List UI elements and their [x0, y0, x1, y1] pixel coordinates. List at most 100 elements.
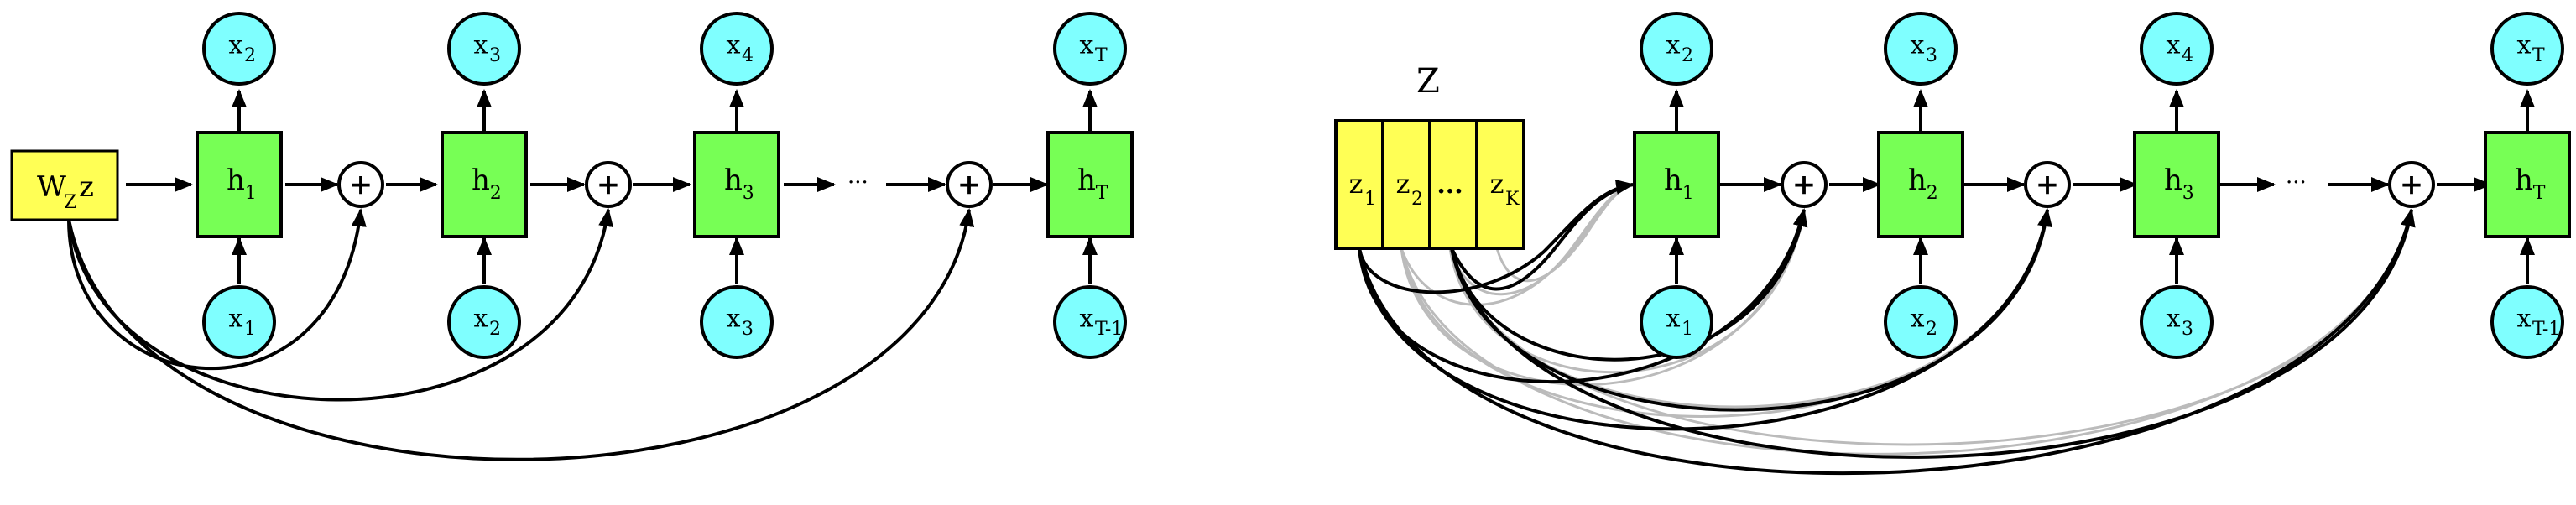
left-plus-2-circle — [585, 161, 632, 208]
right-bottom-input-1-subscript: 1 — [1682, 319, 1693, 340]
left-top-output-1-label: x — [229, 30, 243, 60]
right-bottom-input-3-subscript: 3 — [2182, 319, 2193, 340]
left-hidden-1-subscript: 1 — [245, 183, 257, 204]
right-hidden-2-label: h — [1908, 164, 1927, 197]
left-plus-1-symbol: + — [349, 168, 373, 201]
right-bottom-input-1-circle — [1640, 285, 1713, 359]
right-bottom-input-4-circle — [2490, 285, 2564, 359]
left-bottom-input-3-circle — [700, 285, 774, 359]
left-bottom-input-4-circle — [1053, 285, 1127, 359]
left-hidden-4-label: h — [1077, 164, 1096, 197]
right-top-output-4-label: x — [2517, 30, 2532, 60]
right-black-curves — [1358, 180, 2416, 476]
right-plus-1-circle — [1781, 161, 1828, 208]
z-cell-subscript: K — [1505, 189, 1520, 210]
z-cell-box — [1334, 119, 1384, 250]
left-plus-3-circle — [946, 161, 993, 208]
left-plus-2-symbol: + — [597, 168, 621, 201]
right-bottom-input-2-circle — [1884, 285, 1958, 359]
left-bottom-input-4-label: x — [1080, 304, 1094, 333]
left-top-output-4-circle — [1053, 12, 1127, 86]
left-top-output-2-label: x — [474, 30, 488, 60]
gray-curve-z2-to-plus3 — [1400, 209, 2413, 456]
right-hidden-3-box — [2133, 131, 2220, 238]
curve-z1-to-plus2 — [1358, 208, 2052, 431]
left-hidden-2-subscript: 2 — [490, 183, 502, 204]
right-ellipsis: ··· — [2286, 170, 2307, 195]
left-bottom-input-2-subscript: 2 — [489, 319, 501, 340]
z-cell-subscript: 1 — [1364, 189, 1376, 210]
right-connectors — [1669, 89, 2535, 284]
right-plus-2-circle — [2024, 161, 2071, 208]
curve-z1-to-plus3 — [1358, 208, 2416, 476]
left-top-output-1-subscript: 2 — [244, 45, 256, 66]
curve-zK-to-h1 — [1450, 183, 1634, 291]
left-hidden-3-subscript: 3 — [743, 183, 754, 204]
right-top-output-1-subscript: 2 — [1682, 45, 1693, 66]
right-hidden-2-subscript: 2 — [1927, 183, 1938, 204]
z-cell-label: z — [1349, 168, 1364, 200]
right-bottom-input-1-label: x — [1666, 304, 1681, 333]
left-top-output-2-circle — [447, 12, 521, 86]
left-plus-1: + — [337, 161, 384, 208]
right-top-output-3-label: x — [2167, 30, 2181, 60]
right-hidden-4-label: h — [2515, 164, 2533, 197]
z-cell-label: ... — [1437, 170, 1463, 200]
wz-sub: Z — [64, 192, 76, 213]
right-hidden-1-label: h — [1664, 164, 1682, 197]
curve-wz-to-plus1 — [67, 208, 367, 371]
left-hidden-3-box — [693, 131, 780, 238]
z-cell-3: ... — [1428, 119, 1478, 250]
right-bottom-input-4-subscript: T-1 — [2532, 319, 2560, 340]
left-bottom-input-2-circle — [447, 285, 521, 359]
left-plus-2: + — [585, 161, 632, 208]
z-cell-box — [1381, 119, 1431, 250]
left-bottom-input-3-subscript: 3 — [742, 319, 754, 340]
right-top-output-3-subscript: 4 — [2182, 45, 2193, 66]
right-plus-3-circle — [2388, 161, 2435, 208]
left-hidden-1-box — [196, 131, 283, 238]
left-top-output-3-label: x — [727, 30, 741, 60]
left-hidden-4-subscript: T — [1096, 183, 1108, 204]
right-top-output-1-circle — [1640, 12, 1713, 86]
wz-main: W — [37, 170, 66, 204]
left-bottom-input-1-subscript: 1 — [244, 319, 256, 340]
z-title: Z — [1416, 62, 1440, 101]
right-plus-3: + — [2388, 161, 2435, 208]
left-top-output-3-circle — [700, 12, 774, 86]
z-cell-label: z — [1396, 168, 1411, 200]
left-plus-3-symbol: + — [957, 168, 982, 201]
left-top-output-4-subscript: T — [1095, 45, 1108, 66]
left-connectors — [67, 89, 1098, 461]
left-hidden-4-box — [1046, 131, 1134, 238]
right-hidden-1-box — [1633, 131, 1720, 238]
left-bottom-input-1-circle — [202, 285, 276, 359]
left-ellipsis: ··· — [847, 170, 868, 195]
right-top-output-4-subscript: T — [2532, 45, 2545, 66]
right-plus-3-symbol: + — [2400, 168, 2424, 201]
wz-tail: z — [79, 170, 94, 204]
left-top-output-1-circle — [202, 12, 276, 86]
